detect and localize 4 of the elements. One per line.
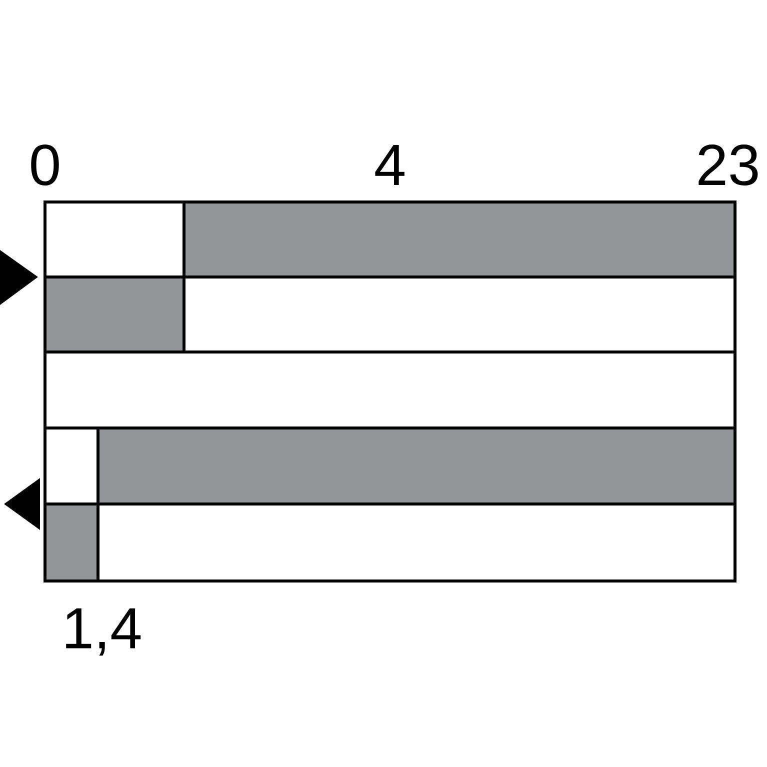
tick-label: 4 [375, 145, 404, 185]
tick-label: 1,4 [66, 608, 141, 656]
tick-label: 23 [698, 144, 758, 186]
tick-label: 0 [31, 144, 59, 186]
